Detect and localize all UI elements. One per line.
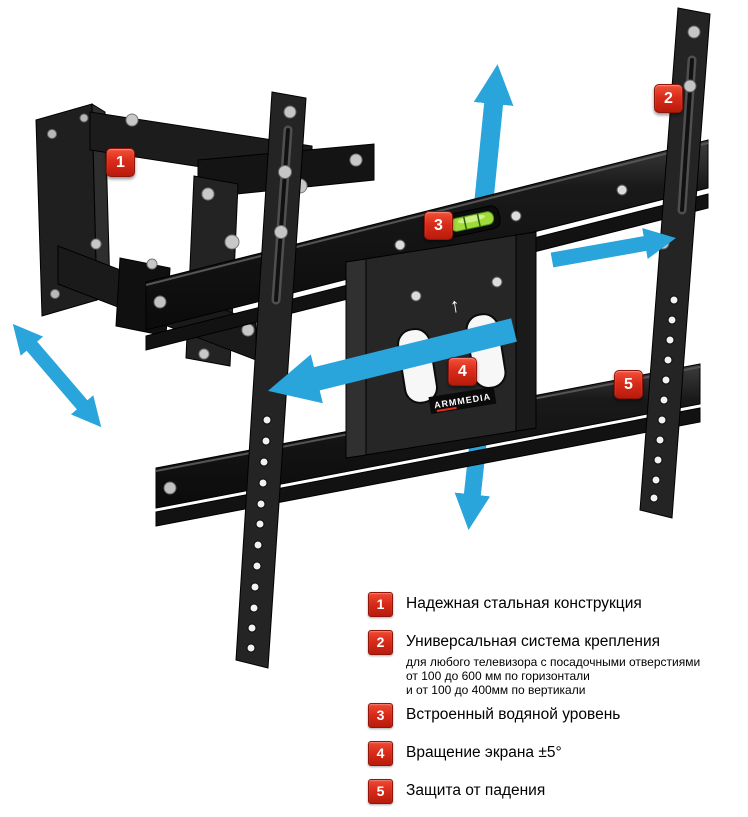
- legend-item-4: 4 Вращение экрана ±5°: [368, 741, 740, 766]
- callout-1: 1: [106, 148, 135, 177]
- legend-badge-1: 1: [368, 592, 393, 617]
- left-bracket-holes: [246, 415, 272, 653]
- legend-detail-line: и от 100 до 400мм по вертикали: [406, 683, 586, 697]
- brand-logo: ARMMEDIA: [428, 386, 497, 414]
- tv-mount-illustration: ↑ ARMMEDIA: [12, 7, 711, 669]
- pan-motion-arrows: [267, 228, 676, 404]
- legend-item-2: 2 Универсальная система крепления для лю…: [368, 630, 740, 697]
- legend-title-2: Универсальная система крепления: [406, 633, 661, 650]
- brand-logo-accent: [436, 406, 457, 413]
- legend-badge-2: 2: [368, 630, 393, 655]
- up-arrow: [473, 64, 514, 211]
- legend-title-5: Защита от падения: [406, 782, 546, 799]
- callout-2: 2: [654, 84, 683, 113]
- callout-5: 5: [614, 370, 643, 399]
- swivel-left-arrow: [267, 318, 517, 404]
- legend-item-3: 3 Встроенный водяной уровень: [368, 703, 740, 728]
- legend-title-4: Вращение экрана ±5°: [406, 744, 562, 761]
- callout-4: 4: [448, 357, 477, 386]
- tilt-motion-arrow: [12, 323, 102, 428]
- legend-detail-line: от 100 до 600 мм по горизонтали: [406, 669, 590, 683]
- legend-title-1: Надежная стальная конструкция: [406, 595, 642, 612]
- legend-badge-5: 5: [368, 779, 393, 804]
- right-bracket-holes: [649, 295, 679, 503]
- legend-badge-3: 3: [368, 703, 393, 728]
- legend-badge-4: 4: [368, 741, 393, 766]
- tilt-double-arrow: [12, 323, 102, 428]
- legend: 1 Надежная стальная конструкция 2 Универ…: [368, 592, 740, 817]
- legend-item-5: 5 Защита от падения: [368, 779, 740, 804]
- legend-title-3: Встроенный водяной уровень: [406, 706, 621, 723]
- right-tv-bracket: [639, 7, 711, 519]
- swivel-right-arrow: [550, 228, 676, 268]
- legend-detail-line: для любого телевизора с посадочными отве…: [406, 655, 701, 669]
- center-arrow-marking: ↑: [448, 294, 461, 317]
- callout-3: 3: [424, 211, 453, 240]
- product-diagram: ↑ ARMMEDIA 1 2 3 4 5: [12, 7, 711, 804]
- legend-item-1: 1 Надежная стальная конструкция: [368, 592, 740, 617]
- legend-details-2: для любого телевизора с посадочными отве…: [406, 655, 700, 697]
